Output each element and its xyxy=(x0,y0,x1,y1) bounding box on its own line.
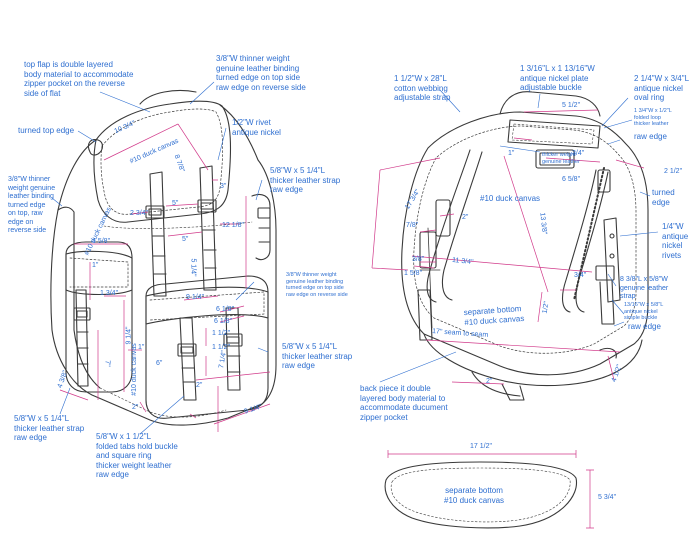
dim-6-1-8b: 6 1/8" xyxy=(214,318,233,325)
callout-folded-tabs: 5/8"W x 1 1/2"L folded tabs hold buckle … xyxy=(96,432,178,479)
dim-strap-3: 3" xyxy=(220,183,227,190)
callout-leaders xyxy=(51,81,659,435)
callout-back-piece: back piece it double layered body materi… xyxy=(360,384,448,422)
dim-2-back: 2" xyxy=(462,214,469,221)
dim-4-5-8: 4 5/8" xyxy=(92,238,111,245)
dim-5-1-2: 5 1/2" xyxy=(562,102,581,109)
callout-binding-left: 3/8"W thinner weight genuine leather bin… xyxy=(8,176,56,234)
dim-6-5-8: 6 5/8" xyxy=(562,176,581,183)
callout-webbing: 1 1/2"W x 28"L cotton webbing adjustable… xyxy=(394,74,451,102)
callout-buckle: 13/16"W x 5/8"L antique nickel simple bu… xyxy=(624,302,664,321)
dim-5a: 5" xyxy=(172,200,179,207)
callout-turned-top-edge: turned top edge xyxy=(18,126,75,135)
dim-9-1-4a: 9 1/4" xyxy=(186,294,205,301)
dim-1a: 1" xyxy=(92,262,99,269)
callout-back-canvas: #10 duck canvas xyxy=(480,194,541,203)
callout-rivets: 1/4"W antique nickel rivets xyxy=(662,222,689,260)
dim-3-8: 3/8" xyxy=(412,256,425,263)
dim-3-4b: 3/4" xyxy=(574,272,587,279)
dim-12-1-8: 12 1/8" xyxy=(222,222,244,229)
callout-strap-right-bottom: 5/8"W x 5 1/4"L thicker leather strap ra… xyxy=(282,342,353,370)
front-backpack xyxy=(50,89,277,426)
callout-plate: 1 3/16"L x 1 13/16"W antique nickel plat… xyxy=(520,64,595,92)
callout-binding-mid: 3/8"W thinner weight genuine leather bin… xyxy=(286,272,348,298)
dim-2b: 2" xyxy=(196,382,203,389)
dim-3-4: 3/4" xyxy=(572,150,585,157)
callout-top-flap: top flap is double layered body material… xyxy=(24,60,134,98)
callout-strap-left-bottom: 5/8"W x 5 1/4"L thicker leather strap ra… xyxy=(14,414,85,442)
dim-1b: 1" xyxy=(138,344,145,351)
dim-2-1-2: 2 1/2" xyxy=(664,168,683,175)
dim-5b: 5" xyxy=(182,236,189,243)
dim-2b-back: 2" xyxy=(486,378,493,385)
dim-6-1-8a: 6 1/8" xyxy=(216,306,235,313)
callout-oval-ring: 2 1/4"W x 3/4"L antique nickel oval ring xyxy=(634,74,690,102)
callout-folded-loop: 1 3/4"W x 1/2"L folded loop thicker leat… xyxy=(634,108,672,127)
dim-1-3-4: 1 3/4" xyxy=(100,290,119,297)
callout-thicker-weight: thicker weight genuine leather xyxy=(542,152,580,165)
callout-raw-edge-1: raw edge xyxy=(634,132,667,141)
bottom-piece-label: separate bottom #10 duck canvas xyxy=(444,486,505,505)
callout-rivet: 1/2"W rivet antique nickel xyxy=(232,118,281,137)
dimension-lines xyxy=(59,109,645,529)
back-backpack xyxy=(401,91,649,401)
dim-1-back: 1" xyxy=(508,150,515,157)
dim-7-8: 7/8" xyxy=(406,222,419,229)
callout-turned-edge: turned edge xyxy=(652,188,675,207)
dim-1-5-8: 1 5/8" xyxy=(404,270,423,277)
callout-strap-8: 8 3/8"L x 5/8"W genuine leather strap xyxy=(620,276,669,300)
dim-pocket-canvas: #10 duck canvas xyxy=(130,343,138,396)
dim-6: 6" xyxy=(156,360,163,367)
bottom-piece xyxy=(384,461,578,529)
dim-bottom-width: 17 1/2" xyxy=(470,443,492,450)
dim-1-1-2b: 1 1/2" xyxy=(212,344,231,351)
dim-2a: 2" xyxy=(132,404,139,411)
callout-strap-right-top: 5/8"W x 5 1/4"L thicker leather strap ra… xyxy=(270,166,341,194)
callout-binding-top: 3/8"W thinner weight genuine leather bin… xyxy=(216,54,306,92)
dim-2-3-4: 2 3/4" xyxy=(130,210,149,217)
dim-1-1-2a: 1 1/2" xyxy=(212,330,231,337)
callout-raw-edge-2: raw edge xyxy=(628,322,661,331)
dim-7: 7" xyxy=(103,360,111,367)
dim-bottom-depth: 5 3/4" xyxy=(598,494,617,501)
dim-5-1-4: 5 1/4" xyxy=(189,258,197,277)
